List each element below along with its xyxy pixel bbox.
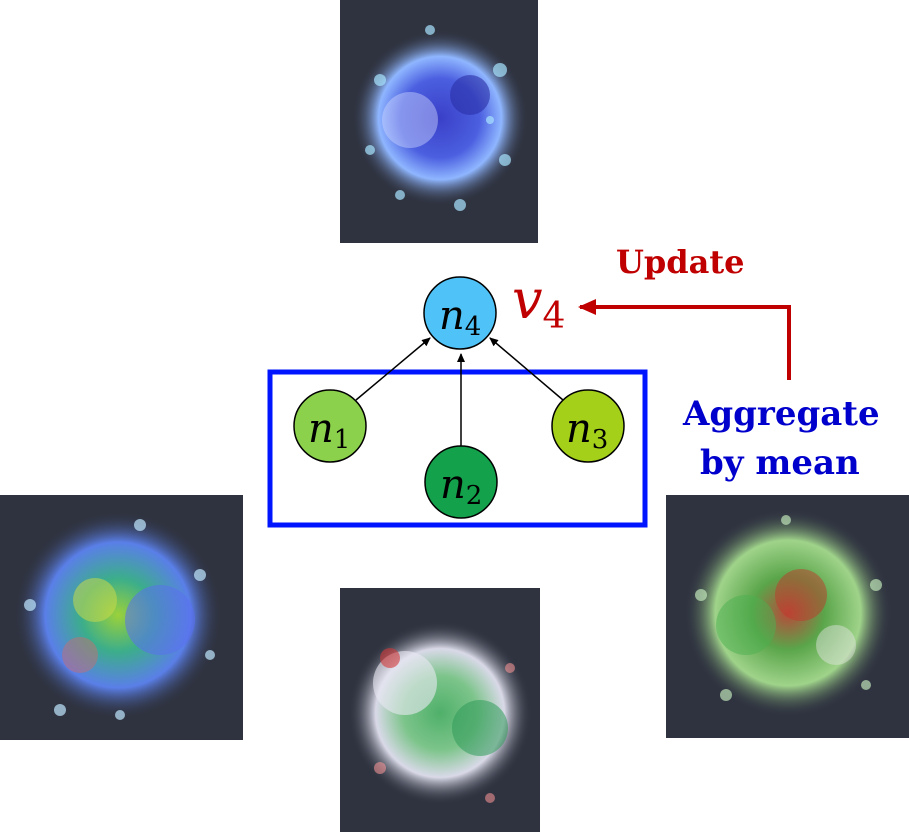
update-arrow bbox=[578, 299, 791, 380]
node-n4-letter: n bbox=[439, 293, 465, 339]
svg-text:n3: n3 bbox=[566, 406, 608, 455]
bottom-cell-image bbox=[340, 588, 540, 832]
v4-label: v4 bbox=[512, 268, 565, 337]
edge-n1-n4 bbox=[355, 337, 431, 401]
update-label: Update bbox=[616, 243, 745, 281]
node-n3-letter: n bbox=[566, 406, 592, 452]
node-n4-sub: 4 bbox=[465, 312, 482, 342]
svg-text:n1: n1 bbox=[308, 406, 350, 455]
by-mean-label: by mean bbox=[700, 443, 860, 483]
edge-n3-n4 bbox=[489, 337, 564, 401]
v4-letter: v bbox=[512, 268, 543, 331]
node-n2: n2 bbox=[424, 445, 498, 519]
aggregation-box bbox=[267, 369, 648, 528]
svg-text:n4: n4 bbox=[439, 293, 481, 342]
right-cell-image bbox=[666, 495, 909, 738]
node-n1-letter: n bbox=[308, 406, 334, 452]
node-n2-sub: 2 bbox=[466, 481, 483, 511]
aggregate-label: Aggregate bbox=[682, 394, 880, 434]
left-cell-image bbox=[0, 495, 243, 740]
top-cell-image bbox=[340, 0, 538, 243]
node-n2-letter: n bbox=[440, 462, 466, 508]
node-n3: n3 bbox=[551, 389, 625, 463]
v4-sub: 4 bbox=[543, 296, 566, 337]
node-n1: n1 bbox=[293, 389, 367, 463]
node-n3-sub: 3 bbox=[592, 425, 609, 455]
node-n4: n4 bbox=[423, 276, 497, 350]
svg-text:n2: n2 bbox=[440, 462, 482, 511]
node-n1-sub: 1 bbox=[334, 425, 351, 455]
